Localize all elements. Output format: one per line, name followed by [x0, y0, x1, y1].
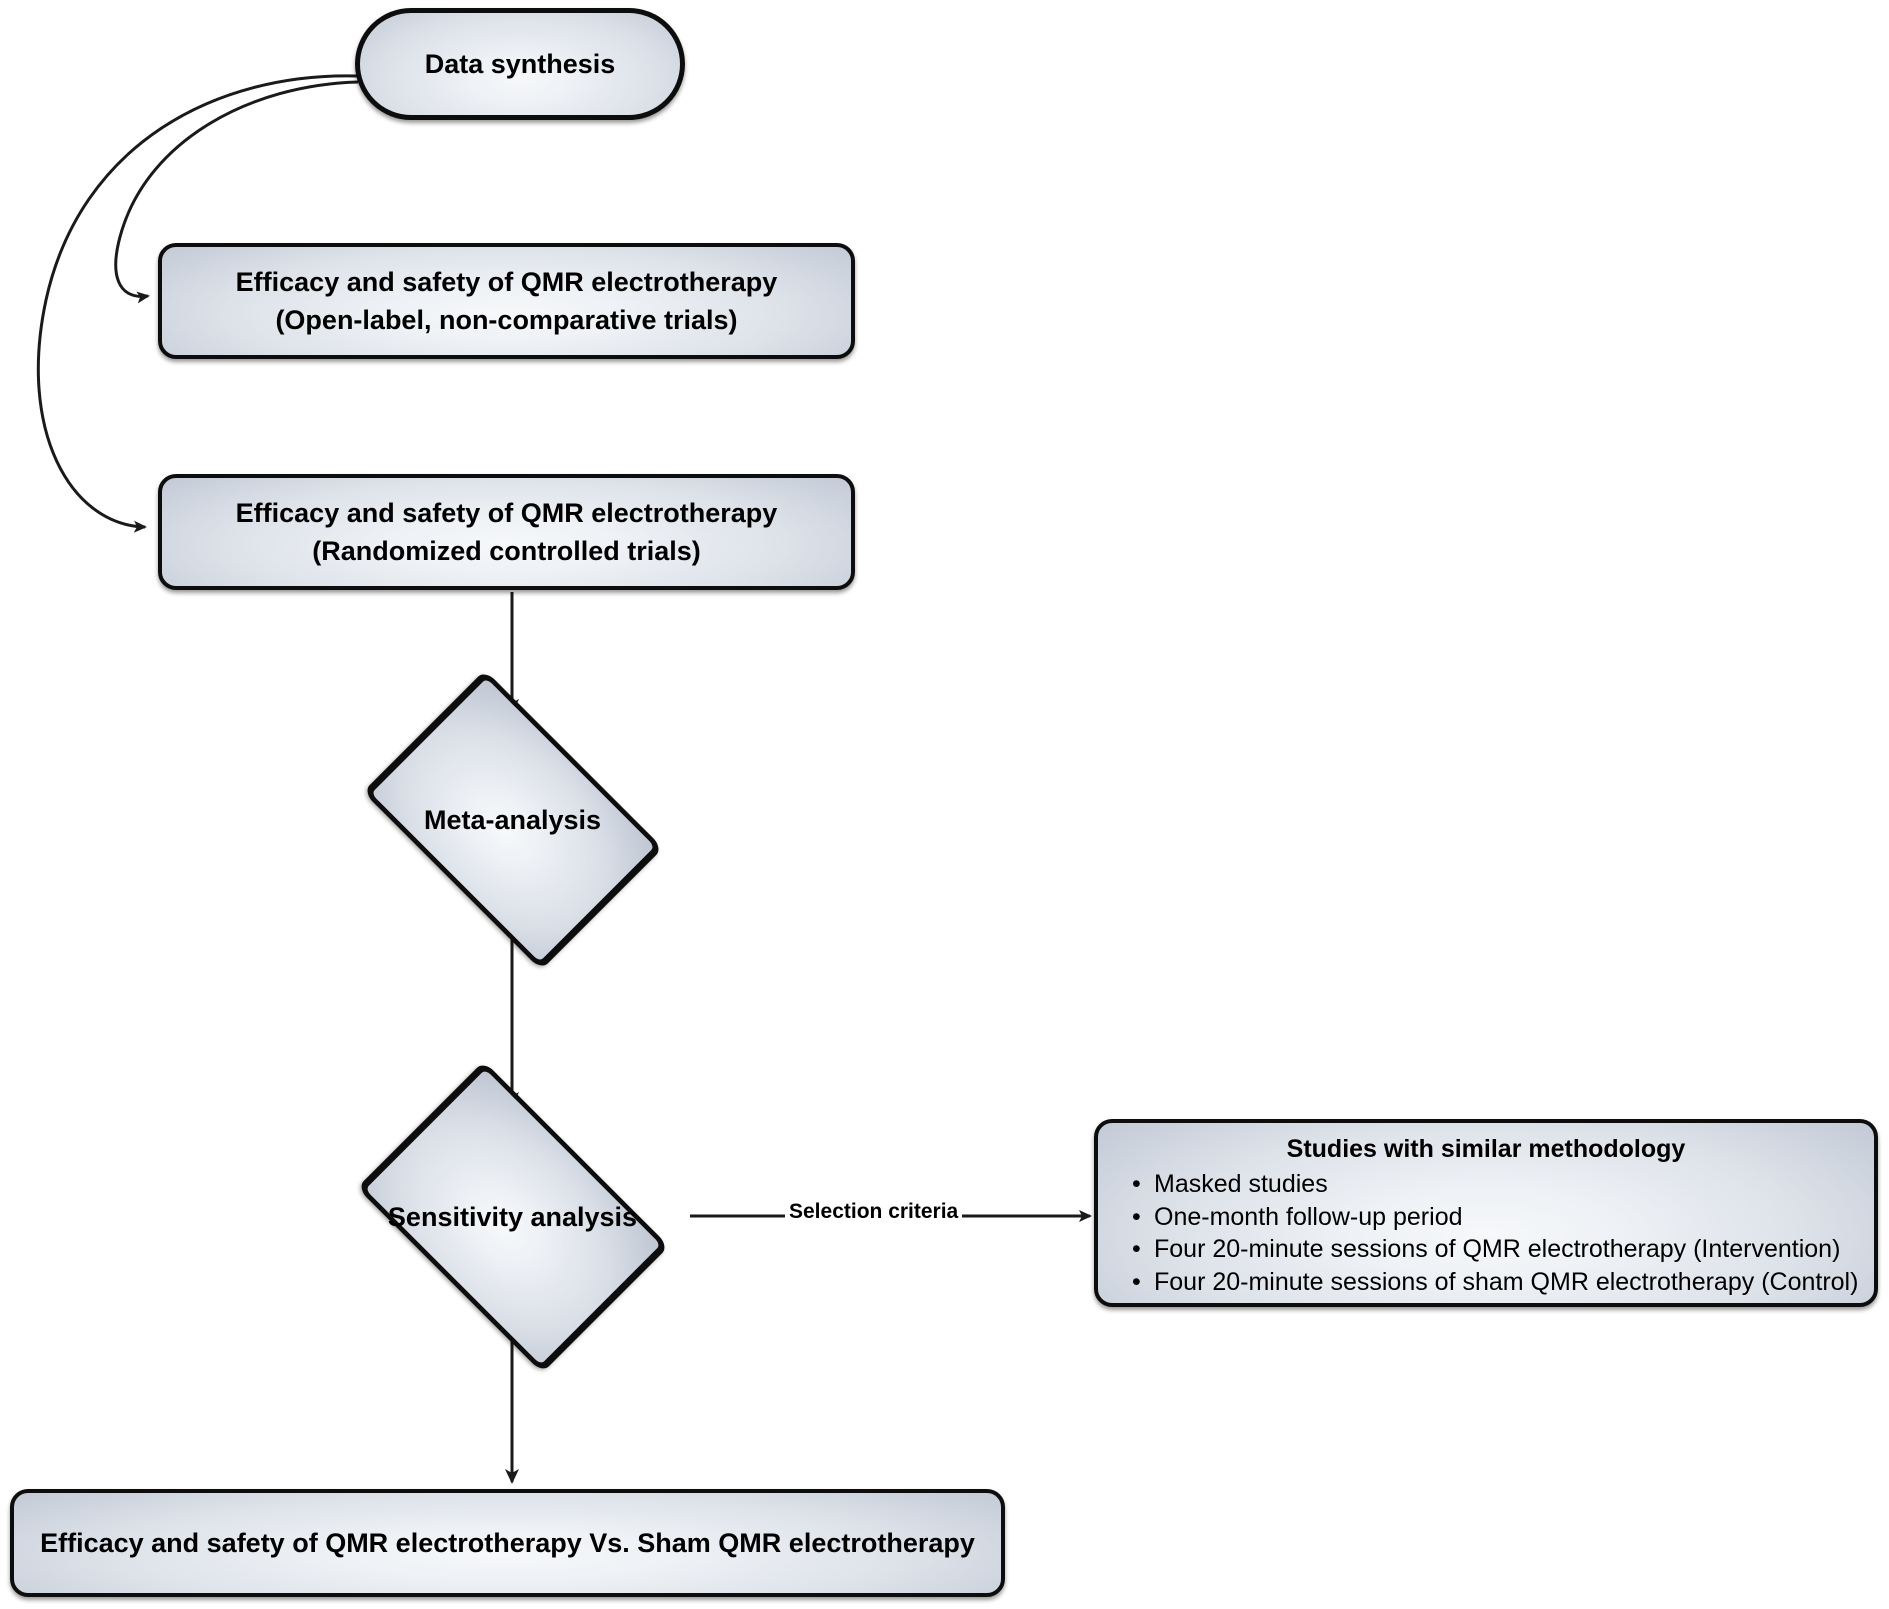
- similar-studies-title: Studies with similar methodology: [1286, 1135, 1686, 1163]
- edge-data-synthesis-to-rct: [36, 74, 359, 533]
- list-item-label: Four 20-minute sessions of QMR electroth…: [1154, 1235, 1841, 1263]
- bullet-icon: •: [1132, 1235, 1141, 1263]
- node-final-outcome-label: Efficacy and safety of QMR electrotherap…: [40, 1527, 975, 1558]
- node-open-label-trials[interactable]: Efficacy and safety of QMR electrotherap…: [158, 243, 855, 359]
- node-open-label-line2: (Open-label, non-comparative trials): [275, 305, 738, 335]
- node-rct-line2: (Randomized controlled trials): [312, 536, 701, 566]
- node-rct-text: Efficacy and safety of QMR electrotherap…: [236, 494, 778, 571]
- node-rct-line1: Efficacy and safety of QMR electrotherap…: [235, 497, 778, 528]
- list-item: • Masked studies: [1130, 1168, 1860, 1201]
- node-meta-analysis-label: Meta-analysis: [423, 804, 602, 835]
- node-similar-studies[interactable]: Studies with similar methodology • Maske…: [1094, 1119, 1878, 1307]
- list-item: • Four 20-minute sessions of sham QMR el…: [1130, 1266, 1860, 1299]
- similar-studies-list: • Masked studies • One-month follow-up p…: [1112, 1168, 1860, 1298]
- node-data-synthesis[interactable]: Data synthesis: [355, 8, 685, 120]
- node-randomized-controlled-trials[interactable]: Efficacy and safety of QMR electrotherap…: [158, 474, 855, 590]
- list-item-label: One-month follow-up period: [1154, 1202, 1463, 1231]
- bullet-icon: •: [1132, 1202, 1141, 1231]
- bullet-icon: •: [1132, 1267, 1141, 1296]
- similar-studies-content: Studies with similar methodology • Maske…: [1112, 1135, 1860, 1298]
- node-final-outcome[interactable]: Efficacy and safety of QMR electrotherap…: [10, 1489, 1005, 1597]
- node-sensitivity-analysis-label: Sensitivity analysis: [387, 1201, 638, 1232]
- bullet-icon: •: [1132, 1170, 1141, 1198]
- list-item-label: Masked studies: [1154, 1170, 1328, 1198]
- list-item: • One-month follow-up period: [1130, 1201, 1860, 1234]
- list-item-label: Four 20-minute sessions of sham QMR elec…: [1154, 1267, 1859, 1296]
- list-item: • Four 20-minute sessions of QMR electro…: [1130, 1233, 1860, 1266]
- node-open-label-text: Efficacy and safety of QMR electrotherap…: [236, 263, 778, 340]
- node-data-synthesis-label: Data synthesis: [424, 48, 616, 79]
- edge-data-synthesis-to-open-label: [114, 80, 359, 304]
- node-sensitivity-analysis[interactable]: Sensitivity analysis: [320, 1060, 705, 1374]
- node-open-label-line1: Efficacy and safety of QMR electrotherap…: [235, 266, 778, 297]
- node-meta-analysis[interactable]: Meta-analysis: [330, 669, 695, 971]
- edge-label-selection-criteria: Selection criteria: [785, 1200, 963, 1224]
